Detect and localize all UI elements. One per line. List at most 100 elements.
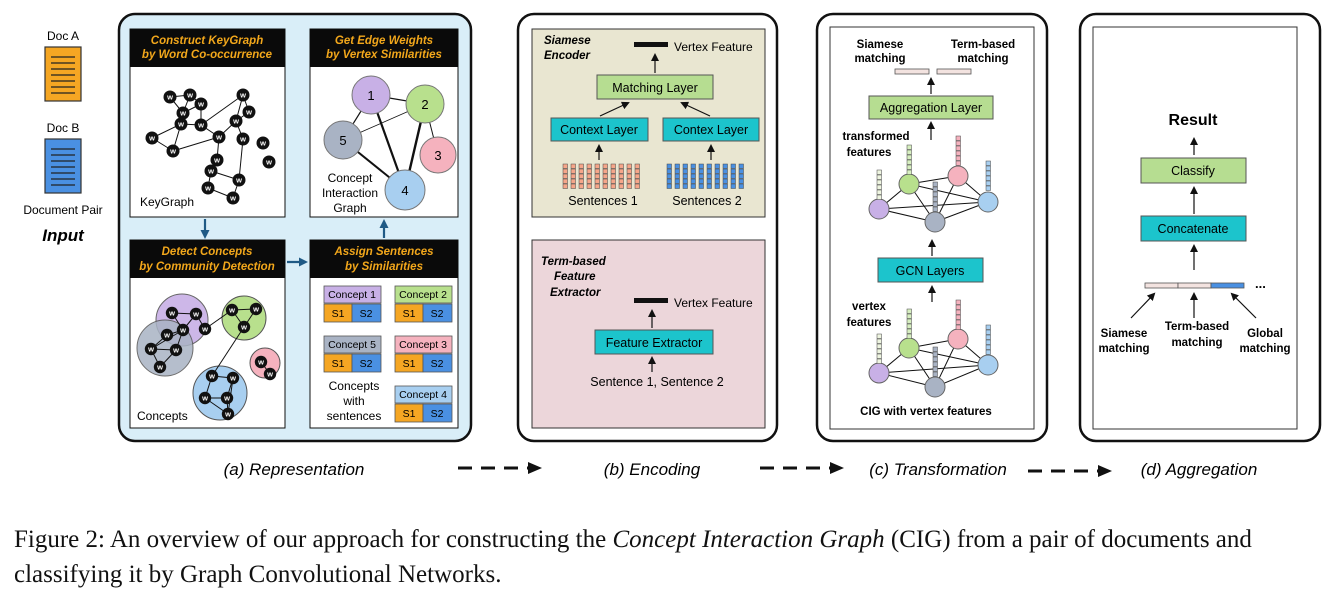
aggregation-panel: Result Classify Concatenate ... Siamese …	[1078, 12, 1322, 443]
graph-node	[947, 328, 969, 350]
graph-node	[898, 173, 920, 195]
siamese-encoder-box: Siamese Encoder Vertex Feature Matching …	[531, 28, 766, 218]
vector-ellipsis: ...	[1255, 276, 1266, 291]
feature-vector	[906, 308, 912, 339]
word-node	[194, 118, 208, 132]
word-node-label: w	[177, 120, 184, 129]
t-term-line2: matching	[957, 53, 1008, 65]
siamese-encoder-line2: Encoder	[544, 50, 591, 62]
word-node-label: w	[229, 194, 236, 203]
doc-a-label: Doc A	[47, 29, 79, 43]
word-edge	[238, 138, 244, 181]
word-node-label: w	[224, 410, 231, 419]
siamese-encoder-line1: Siamese	[544, 35, 591, 47]
detect-header-line1: Detect Concepts	[162, 246, 253, 258]
word-node-label: w	[265, 158, 272, 167]
word-edge	[172, 136, 220, 152]
concept-2-title: Concept 2	[399, 289, 447, 301]
t-siamese-line2: matching	[854, 53, 905, 65]
feature-vector	[932, 346, 938, 377]
word-node-label: w	[228, 306, 235, 315]
word-node-label: w	[245, 108, 252, 117]
token-vector	[738, 163, 744, 189]
vertex-feature-bar-2	[634, 298, 668, 303]
word-node-label: w	[148, 134, 155, 143]
token-vector	[634, 163, 640, 189]
word-node	[205, 369, 219, 383]
doc-b-icon	[44, 138, 82, 194]
cig-label-line1: Concept	[328, 171, 373, 185]
concatenated-vector	[1144, 282, 1245, 289]
word-node-label: w	[235, 176, 242, 185]
classify-label: Classify	[1171, 164, 1216, 178]
assign-sentences-box: Assign Sentences by Similarities Concept…	[309, 239, 459, 429]
word-node	[163, 90, 177, 104]
concept-1-title: Concept 1	[328, 289, 376, 301]
word-node	[249, 302, 263, 316]
word-node	[166, 144, 180, 158]
token-vector	[570, 163, 576, 189]
classify-box	[1140, 157, 1247, 184]
representation-panel: Construct KeyGraph by Word Co-occurrence…	[117, 12, 473, 443]
word-node	[236, 88, 250, 102]
sentence-pair-label: Sentence 1, Sentence 2	[590, 375, 723, 389]
word-node	[169, 343, 183, 357]
word-node	[144, 342, 158, 356]
word-node-label: w	[266, 370, 273, 379]
word-node-label: w	[197, 100, 204, 109]
cig-node-3-label: 3	[434, 148, 441, 163]
word-node-label: w	[197, 121, 204, 130]
cig-label-line2: Interaction	[322, 186, 378, 200]
panel-label-a: (a) Representation	[224, 460, 365, 479]
word-node	[237, 320, 251, 334]
vertex-features-line2: features	[847, 317, 892, 329]
token-vector	[674, 163, 680, 189]
token-vector	[690, 163, 696, 189]
assign-header-line1: Assign Sentences	[333, 246, 433, 258]
word-node	[263, 367, 277, 381]
cig-node-1	[351, 75, 391, 115]
concept-3-s2: S2	[431, 358, 444, 370]
word-node-label: w	[156, 363, 163, 372]
detect-header-line2: by Community Detection	[139, 261, 274, 273]
word-node-label: w	[239, 91, 246, 100]
word-node-label: w	[168, 309, 175, 318]
concept-3-title: Concept 3	[399, 339, 447, 351]
word-node-label: w	[163, 331, 170, 340]
word-node	[201, 181, 215, 195]
panel-label-b: (b) Encoding	[604, 460, 701, 479]
feature-extractor-label: Feature Extractor	[606, 336, 703, 350]
word-node	[204, 164, 218, 178]
cig-node-5-label: 5	[339, 133, 346, 148]
feature-vector	[906, 144, 912, 175]
word-node-label: w	[201, 325, 208, 334]
word-node-label: w	[179, 109, 186, 118]
graph-node	[898, 337, 920, 359]
feature-vector	[955, 299, 961, 330]
word-node-label: w	[207, 167, 214, 176]
caption-italic: Concept Interaction Graph	[612, 526, 885, 553]
cig-node-2	[405, 84, 445, 124]
cig-label-line3: Graph	[333, 201, 366, 215]
feature-vector	[985, 160, 991, 191]
caption-prefix: Figure 2: An overview of our approach fo…	[14, 526, 613, 553]
word-node-label: w	[223, 394, 230, 403]
token-vector	[666, 163, 672, 189]
concept-4-s1: S1	[403, 408, 416, 420]
word-node	[174, 117, 188, 131]
term-extractor-line3: Extractor	[550, 287, 601, 299]
agg-term-line1: Term-based	[1165, 321, 1229, 333]
term-extractor-line2: Feature	[554, 271, 596, 283]
concept-5-title: Concept 5	[328, 339, 376, 351]
term-extractor-box: Term-based Feature Extractor Vertex Feat…	[531, 239, 766, 429]
term-output-bar	[936, 68, 972, 75]
result-label: Result	[1169, 112, 1219, 129]
concept-card-5: Concept 5 S1 S2	[323, 335, 382, 373]
concept-card-4: Concept 4 S1 S2	[394, 385, 453, 423]
detect-concepts-box: Detect Concepts by Community Detection w…	[129, 239, 286, 429]
concept-card-3: Concept 3 S1 S2	[394, 335, 453, 373]
encoding-panel: Siamese Encoder Vertex Feature Matching …	[516, 12, 779, 443]
term-extractor-line1: Term-based	[541, 256, 607, 268]
